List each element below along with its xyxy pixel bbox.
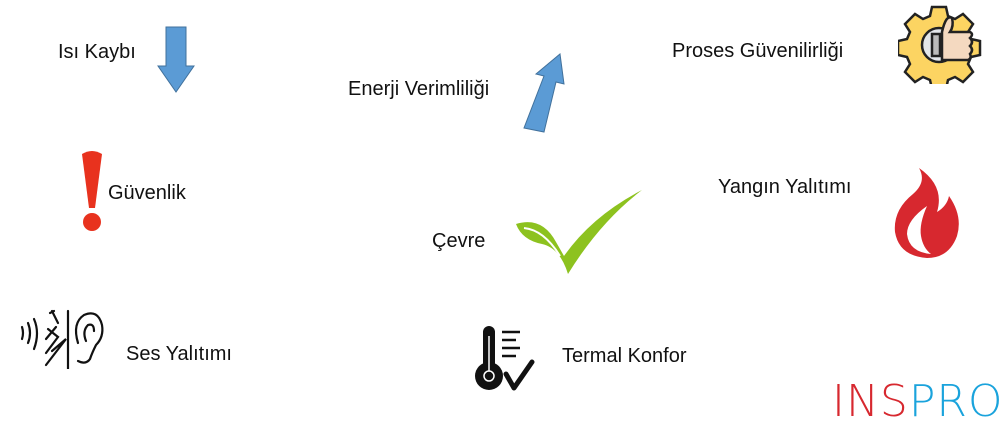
energy-efficiency-label: Enerji Verimliliği	[348, 78, 490, 100]
arrow-down-icon	[157, 26, 195, 93]
gear-thumbs-up-icon	[898, 5, 982, 84]
thermometer-icon	[475, 326, 535, 391]
arrow-up-icon	[523, 53, 565, 133]
flame-icon	[894, 168, 959, 258]
environment-label: Çevre	[432, 230, 486, 252]
process-reliability-label: Proses Güvenilirliği	[672, 40, 844, 62]
leaf-checkmark-icon	[516, 190, 642, 274]
fire-insulation-label: Yangın Yalıtımı	[718, 176, 852, 198]
safety-label: Güvenlik	[108, 182, 186, 204]
sound-insulation-label: Ses Yalıtımı	[126, 343, 232, 365]
thermal-comfort-label: Termal Konfor	[562, 345, 687, 367]
inspro-logo: INSPRO	[832, 380, 1000, 424]
sound-insulation-icon	[20, 309, 104, 369]
logo-ins: INS	[832, 376, 909, 427]
heat-loss-label: Isı Kaybı	[58, 41, 136, 63]
exclamation-icon	[82, 151, 102, 231]
logo-pro: PRO	[908, 376, 1000, 427]
